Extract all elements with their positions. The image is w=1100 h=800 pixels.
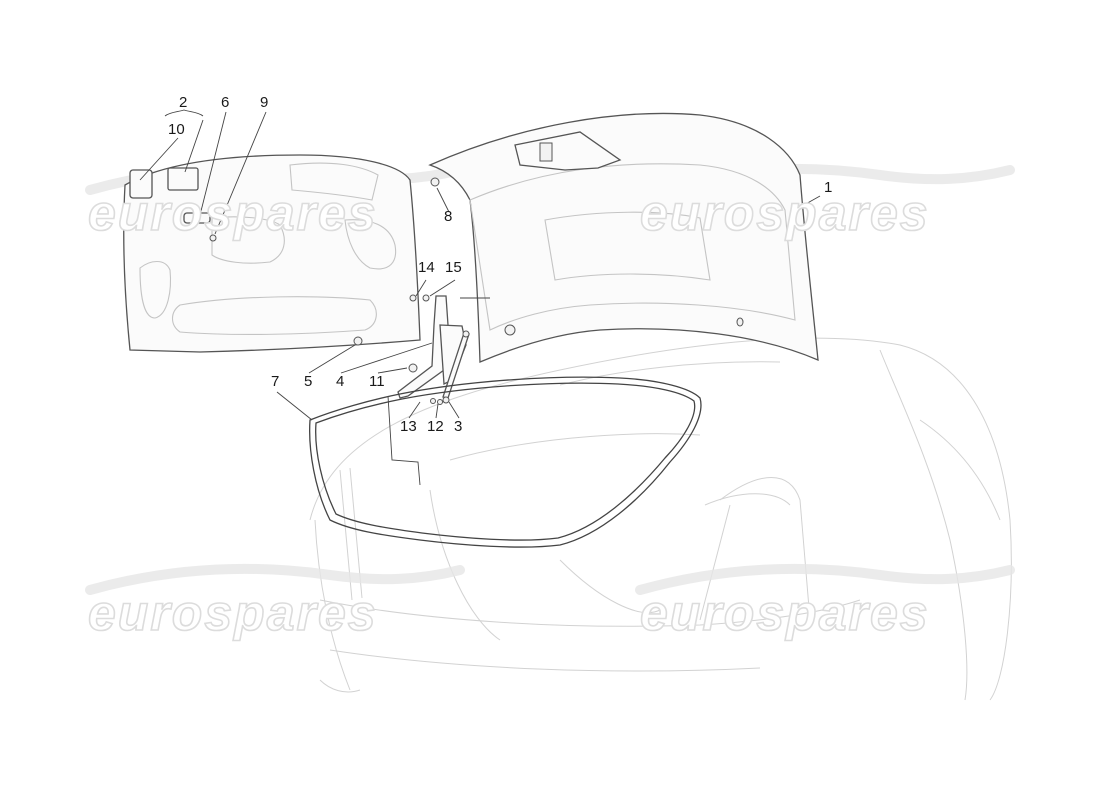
callout-4[interactable]: 4 <box>336 373 344 390</box>
callout-1[interactable]: 1 <box>824 179 832 196</box>
hinge-assembly[interactable] <box>397 295 467 399</box>
callout-12[interactable]: 12 <box>427 418 444 435</box>
callout-labels: 1 2 3 4 5 6 7 8 9 10 11 12 13 14 15 <box>168 94 832 435</box>
callout-3[interactable]: 3 <box>454 418 462 435</box>
boot-lid[interactable] <box>428 112 819 363</box>
callout-8[interactable]: 8 <box>444 208 452 225</box>
callout-14[interactable]: 14 <box>418 259 435 276</box>
callout-15[interactable]: 15 <box>445 259 462 276</box>
watermark-text: eurospares <box>640 585 930 641</box>
car-rear-body <box>309 337 1012 701</box>
boot-seal[interactable] <box>309 376 702 548</box>
watermark-text: eurospares <box>640 185 930 241</box>
bump-stop[interactable] <box>430 177 440 187</box>
watermark-text: eurospares <box>88 185 378 241</box>
small-fasteners <box>408 294 443 405</box>
leader-lines <box>139 109 821 486</box>
gas-strut[interactable] <box>442 330 470 404</box>
callout-7[interactable]: 7 <box>271 373 279 390</box>
callout-6[interactable]: 6 <box>221 94 229 111</box>
callout-5[interactable]: 5 <box>304 373 312 390</box>
lid-lining-panel[interactable] <box>123 154 421 353</box>
callout-13[interactable]: 13 <box>400 418 417 435</box>
callout-11[interactable]: 11 <box>369 373 385 390</box>
callout-2[interactable]: 2 <box>179 94 187 111</box>
callout-10[interactable]: 10 <box>168 121 185 138</box>
watermark-text: eurospares <box>88 585 378 641</box>
watermarks: eurospares eurospares eurospares eurospa… <box>87 184 930 642</box>
callout-9[interactable]: 9 <box>260 94 268 111</box>
